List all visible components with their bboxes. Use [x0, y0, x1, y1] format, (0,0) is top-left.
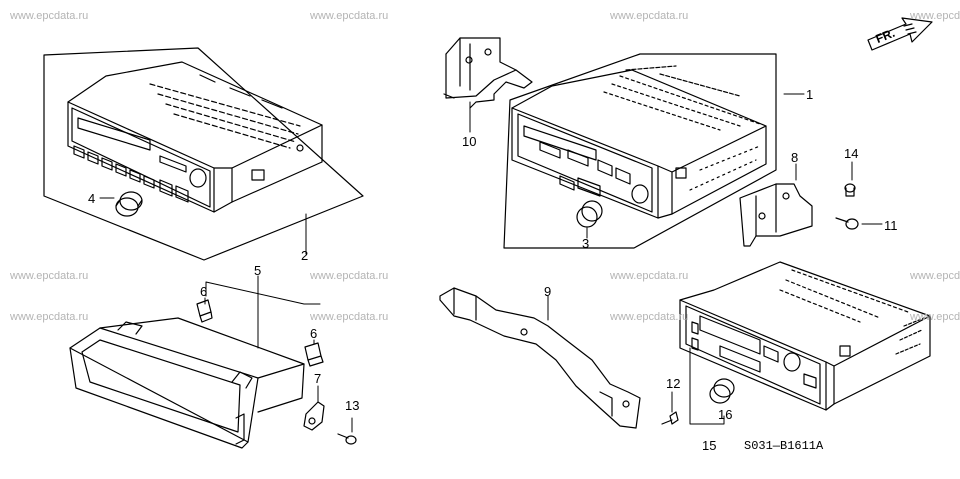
callout-label: 9 [544, 284, 552, 299]
screw-13 [337, 433, 357, 445]
watermark: www.epcdata.ru [10, 270, 89, 282]
leader-lines [99, 93, 883, 433]
callout-label: 12 [666, 376, 681, 391]
callout-label: 5 [254, 263, 262, 278]
watermark: www.epcdata.ru [610, 311, 689, 323]
watermark: www.epcdata.ru [310, 270, 389, 282]
screw-11 [835, 217, 859, 230]
watermark: www.epcdata.ru [10, 10, 89, 22]
bracket-7 [303, 401, 325, 431]
screw-12 [661, 411, 679, 425]
pocket-5 [69, 317, 305, 449]
bracket-8 [739, 183, 813, 247]
callout-label: 6 [200, 284, 208, 299]
watermark: www.epcdata.ru [310, 10, 389, 22]
callout-label: 7 [314, 371, 322, 386]
kit-1-frame [503, 53, 777, 249]
callout-label: 15 [702, 438, 717, 453]
callout-label: 1 [806, 87, 814, 102]
watermark: www.epcdata.ru [10, 311, 89, 323]
radio-unit-kit-2 [67, 61, 323, 213]
callout-label: 4 [88, 191, 96, 206]
bracket-10 [443, 37, 533, 109]
watermark: www.epcdata.ru [910, 10, 960, 22]
front-direction-arrow [867, 17, 933, 51]
callout-label: 2 [301, 248, 309, 263]
callout-label: 13 [345, 398, 360, 413]
callout-label: 11 [884, 218, 898, 233]
callout-label: 8 [791, 150, 799, 165]
callout-label: 6 [310, 326, 318, 341]
callout-label: 10 [462, 134, 477, 149]
watermark: www.epcdata.ru [910, 270, 960, 282]
callout-label: 16 [718, 407, 733, 422]
knob-3 [576, 200, 603, 228]
clip-6b [304, 342, 324, 367]
screw-14 [844, 183, 856, 197]
bracket-9 [439, 287, 641, 429]
watermark: www.epcdata.ru [910, 311, 960, 323]
radio-unit-15 [679, 261, 931, 411]
watermark: www.epcdata.ru [610, 270, 689, 282]
callout-label: 14 [844, 146, 859, 161]
knob-4 [115, 191, 143, 217]
knob-16 [709, 378, 735, 404]
watermark: www.epcdata.ru [610, 10, 689, 22]
radio-unit-kit-1 [511, 65, 767, 219]
watermark: www.epcdata.ru [310, 311, 389, 323]
callout-label: 3 [582, 236, 590, 251]
clip-6a [196, 299, 213, 323]
kit-2-frame [43, 47, 364, 261]
diagram-code: S031—B1611A [744, 439, 824, 453]
